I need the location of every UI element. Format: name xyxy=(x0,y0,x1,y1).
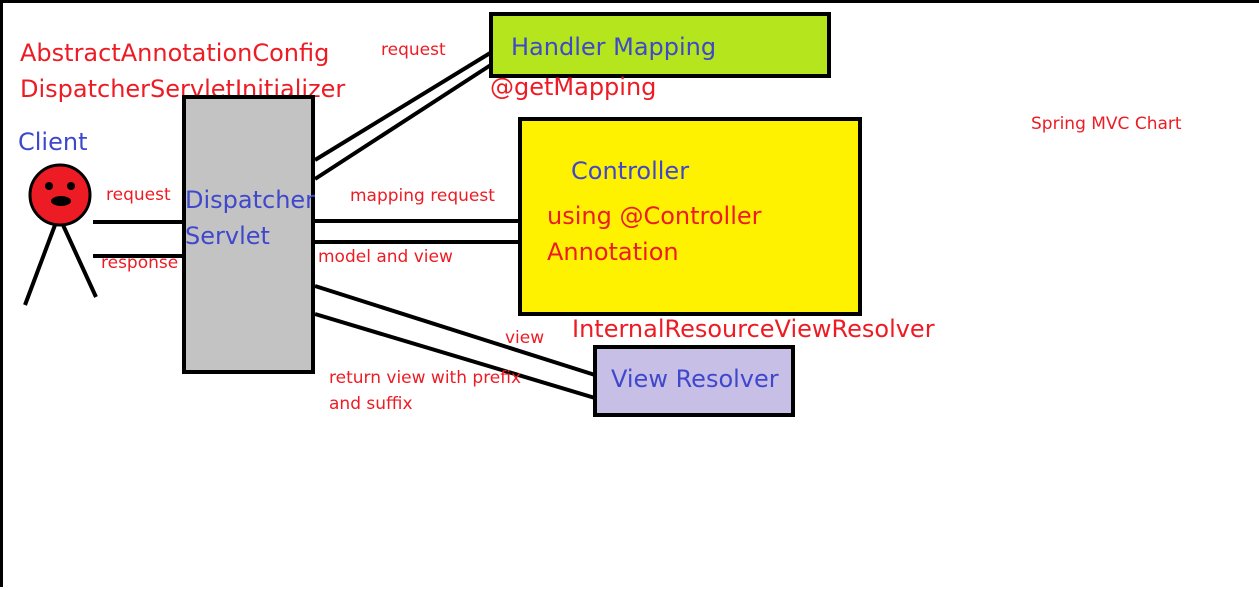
line-to-handler-2 xyxy=(313,57,502,181)
handler-mapping-box xyxy=(489,12,831,78)
line-return-view xyxy=(314,312,606,403)
client-label: Client xyxy=(18,128,88,156)
controller-desc-line-2: Annotation xyxy=(547,238,679,266)
arrow-label-client-request: request xyxy=(106,185,171,205)
controller-label: Controller xyxy=(571,157,690,185)
client-mouth xyxy=(51,196,71,206)
arrow-label-to-handler: request xyxy=(381,40,446,60)
client-figure xyxy=(23,163,98,306)
arrow-label-client-response: response xyxy=(101,253,179,273)
arrow-label-view: view xyxy=(505,328,545,348)
line-to-handler-1 xyxy=(313,45,502,162)
initializer-line-1: AbstractAnnotationConfig xyxy=(20,39,330,67)
connector-lines xyxy=(23,45,606,403)
arrow-label-return-view-1: return view with prefix xyxy=(329,368,522,388)
client-left-eye xyxy=(45,182,53,190)
handler-mapping-label: Handler Mapping xyxy=(511,33,717,61)
getmapping-label: @getMapping xyxy=(490,73,657,101)
client-left-leg xyxy=(23,224,57,306)
view-resolver-box xyxy=(593,345,795,417)
internal-resource-view-resolver-label: InternalResourceViewResolver xyxy=(572,315,935,343)
arrow-label-return-view-2: and suffix xyxy=(329,394,413,414)
controller-desc-line-1: using @Controller xyxy=(547,202,762,230)
client-right-leg xyxy=(61,224,98,298)
line-view xyxy=(314,284,596,377)
dispatcher-label-line-1: Dispatcher xyxy=(185,186,316,214)
arrow-label-mapping-request: mapping request xyxy=(350,186,495,206)
dispatcher-label-line-2: Servlet xyxy=(185,222,270,250)
diagram-caption: Spring MVC Chart xyxy=(1031,114,1182,134)
controller-box xyxy=(518,117,862,316)
arrow-label-model-and-view: model and view xyxy=(318,247,453,267)
dispatcher-servlet-box xyxy=(182,95,315,374)
view-resolver-label: View Resolver xyxy=(611,365,779,393)
client-head xyxy=(28,163,92,227)
client-right-eye xyxy=(67,182,75,190)
